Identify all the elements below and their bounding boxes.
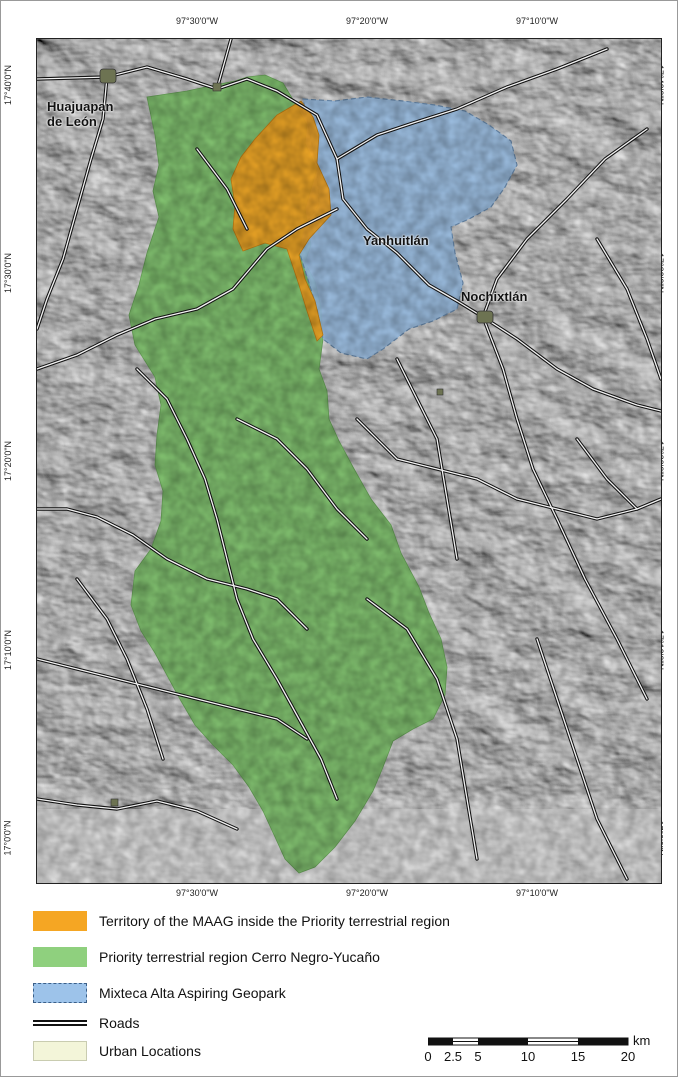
legend-label-urban: Urban Locations: [99, 1043, 201, 1059]
urban-nochixtlan[interactable]: [476, 310, 494, 324]
place-huajuapan-line1: Huajuapan: [47, 99, 114, 114]
legend-label-roads: Roads: [99, 1015, 140, 1031]
place-yanhuitlan: Yanhuitlán: [363, 233, 429, 248]
urban-small-2[interactable]: [436, 388, 444, 396]
tick-bottom-2: 97°20'0"W: [346, 888, 389, 898]
scale-bar-graphic: [428, 1037, 629, 1046]
tick-left-3: 17°20'0"N: [3, 440, 14, 482]
urban-huajuapan[interactable]: [99, 68, 117, 84]
scale-bar: km 0 2.5 5 10 15 20: [424, 1033, 668, 1075]
tick-left-5: 17°0'0"N: [2, 820, 13, 856]
legend-item-roads: Roads: [33, 1015, 139, 1031]
legend-swatch-priority: [33, 947, 87, 967]
scale-unit: km: [633, 1033, 651, 1048]
scale-label-10: 10: [520, 1049, 536, 1064]
tick-top-2: 97°20'0"W: [346, 16, 389, 26]
legend-label-maag: Territory of the MAAG inside the Priorit…: [99, 913, 450, 929]
map-canvas: [37, 39, 661, 883]
place-huajuapan-line2: de León: [47, 114, 97, 129]
urban-small-3[interactable]: [110, 798, 119, 807]
tick-left-1: 17°40'0"N: [3, 64, 14, 106]
tick-top-3: 97°10'0"W: [516, 16, 559, 26]
scale-label-15: 15: [570, 1049, 586, 1064]
scale-label-2-5: 2.5: [443, 1049, 463, 1064]
scale-label-20: 20: [620, 1049, 636, 1064]
legend-swatch-maag: [33, 911, 87, 931]
road-network: [37, 39, 661, 881]
legend-item-maag: Territory of the MAAG inside the Priorit…: [33, 911, 450, 931]
scale-label-0: 0: [424, 1049, 432, 1064]
legend: Territory of the MAAG inside the Priorit…: [33, 905, 673, 1070]
legend-label-geopark: Mixteca Alta Aspiring Geopark: [99, 985, 286, 1001]
terrain-grain: [37, 39, 661, 883]
legend-item-geopark: Mixteca Alta Aspiring Geopark: [33, 983, 286, 1003]
place-nochixtlan: Nochixtlán: [461, 289, 528, 304]
legend-swatch-geopark: [33, 983, 87, 1003]
place-huajuapan: Huajuapan de León: [47, 99, 113, 129]
map-panel[interactable]: Huajuapan de León Yanhuitlán Nochixtlán: [36, 38, 662, 884]
legend-item-urban: Urban Locations: [33, 1041, 201, 1061]
tick-top-1: 97°30'0"W: [176, 16, 219, 26]
urban-small-1[interactable]: [212, 82, 222, 92]
legend-item-priority: Priority terrestrial region Cerro Negro-…: [33, 947, 380, 967]
legend-swatch-urban: [33, 1041, 87, 1061]
tick-left-2: 17°30'0"N: [3, 252, 14, 294]
legend-label-priority: Priority terrestrial region Cerro Negro-…: [99, 949, 380, 965]
scale-label-5: 5: [474, 1049, 482, 1064]
tick-left-4: 17°10'0"N: [3, 629, 14, 671]
tick-bottom-1: 97°30'0"W: [176, 888, 219, 898]
legend-swatch-roads: [33, 1020, 87, 1026]
tick-bottom-3: 97°10'0"W: [516, 888, 559, 898]
